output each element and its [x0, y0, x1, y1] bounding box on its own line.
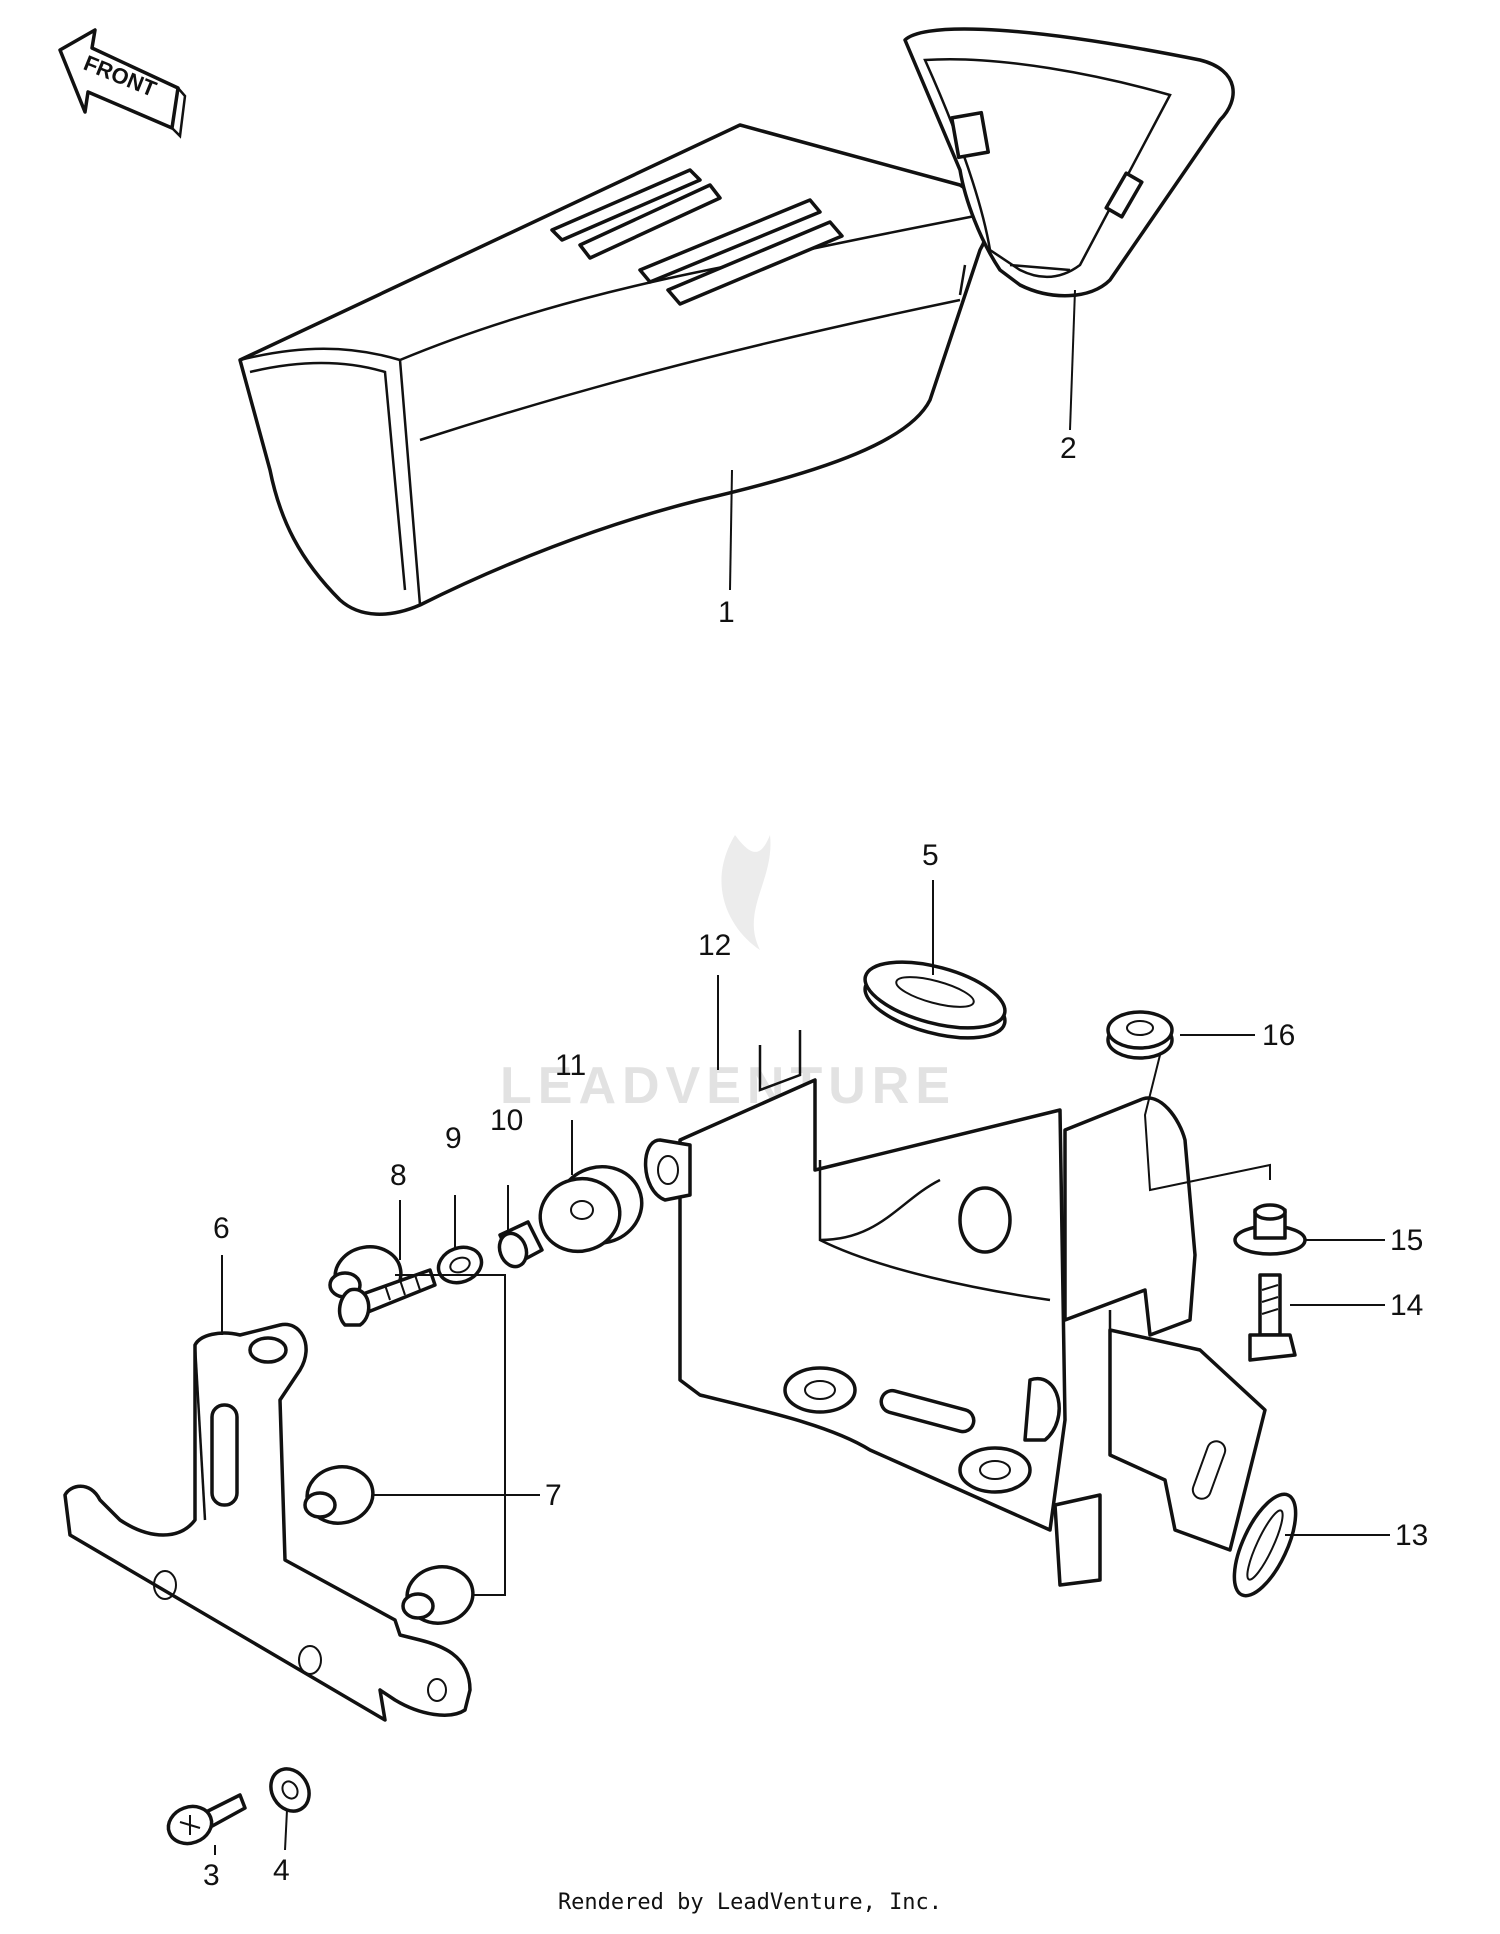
callout-16: 16 — [1262, 1019, 1295, 1052]
washer-4 — [269, 1767, 311, 1813]
grommet-5 — [863, 960, 1007, 1040]
stud-7c — [401, 1565, 475, 1625]
callout-10: 10 — [490, 1104, 523, 1137]
callout-15: 15 — [1390, 1224, 1423, 1257]
callout-14: 14 — [1390, 1289, 1423, 1322]
callout-13: 13 — [1395, 1519, 1428, 1552]
callout-3: 3 — [203, 1859, 220, 1892]
front-arrow-icon: FRONT — [58, 28, 187, 139]
callout-7: 7 — [545, 1479, 562, 1512]
collar-10 — [497, 1220, 544, 1269]
grommet-11 — [538, 1164, 644, 1254]
side-cover — [238, 123, 989, 616]
bolt-14 — [1248, 1273, 1297, 1362]
mounting-bracket — [63, 1322, 472, 1722]
callout-2: 2 — [1060, 432, 1077, 465]
callout-11: 11 — [555, 1049, 586, 1082]
footer-credit: Rendered by LeadVenture, Inc. — [557, 1890, 943, 1915]
callout-8: 8 — [390, 1159, 407, 1192]
callout-5: 5 — [922, 839, 939, 872]
screw-3 — [166, 1793, 247, 1846]
side-cover-trim — [903, 27, 1235, 298]
stud-7b — [303, 1465, 375, 1525]
callouts: 1 2 3 4 5 6 7 8 9 10 11 12 13 14 15 16 — [203, 432, 1428, 1892]
washer-9 — [436, 1245, 484, 1285]
battery-case — [643, 1030, 1267, 1587]
watermark: LEADVENTURE — [500, 835, 956, 1115]
callout-12: 12 — [698, 929, 731, 962]
grommet-16 — [1106, 1010, 1174, 1060]
grommet-13 — [1232, 1492, 1298, 1598]
watermark-text: LEADVENTURE — [500, 1057, 956, 1115]
leader-lines — [214, 289, 1390, 1855]
bolt-8 — [337, 1268, 437, 1327]
callout-6: 6 — [213, 1212, 230, 1245]
collar-15 — [1233, 1203, 1307, 1256]
callout-1: 1 — [718, 596, 735, 629]
callout-9: 9 — [445, 1122, 462, 1155]
callout-4: 4 — [273, 1854, 290, 1887]
